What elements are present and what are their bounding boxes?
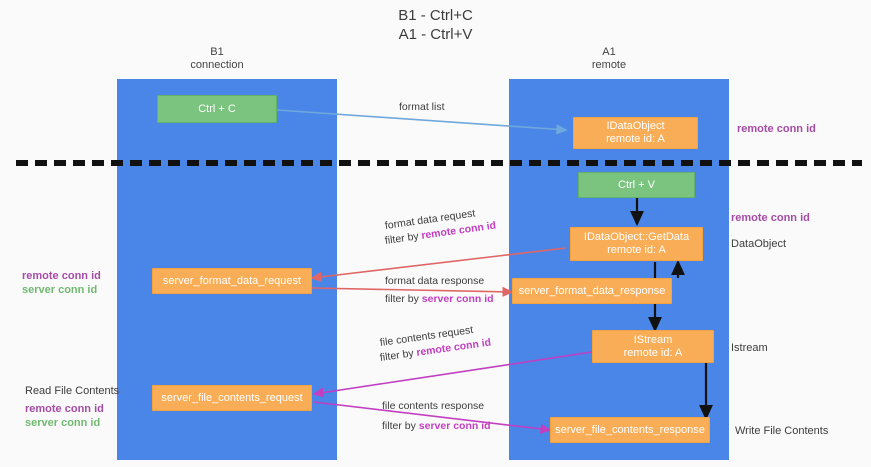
box-server-file-contents-request-label: server_file_contents_request — [161, 391, 303, 404]
box-getdata-id: remote id: A — [607, 244, 666, 256]
caption-left-remote-conn-id: remote conn id — [22, 270, 101, 282]
column-header-a1-sub: remote — [591, 59, 627, 71]
box-server-file-contents-request[interactable]: server_file_contents_request — [152, 385, 312, 411]
box-idataobject-id: remote id: A — [606, 133, 665, 145]
box-server-format-data-request[interactable]: server_format_data_request — [152, 268, 312, 294]
page-title-line2: A1 - Ctrl+V — [398, 26, 473, 43]
arrow-label-file-contents-response-line1: file contents response — [382, 400, 485, 412]
caption-left-server-conn-id: server conn id — [22, 284, 98, 296]
box-server-format-data-request-label: server_format_data_request — [162, 274, 302, 287]
box-ctrl-c[interactable]: Ctrl + C — [157, 95, 277, 123]
arrow-label-format-data-response-line1: format data response — [385, 275, 485, 287]
box-ctrl-v-label: Ctrl + V — [618, 178, 655, 191]
arrow-label-format-data-request: format data request filter by remote con… — [384, 207, 497, 248]
arrow-label-format-list: format list — [399, 101, 445, 113]
box-getdata-name: IDataObject::GetData — [583, 231, 690, 243]
column-header-b1-sub: connection — [190, 59, 244, 71]
box-idataobject-getdata[interactable]: IDataObject::GetData remote id: A — [570, 227, 703, 261]
box-idataobject-name: IDataObject — [606, 120, 665, 132]
caption-remote-conn-id-top: remote conn id — [737, 123, 816, 135]
caption-remote-conn-id-mid: remote conn id — [731, 212, 810, 224]
caption-dataobject: DataObject — [731, 238, 787, 250]
page-title-line1: B1 - Ctrl+C — [398, 7, 473, 24]
column-header-a1: A1 remote — [509, 46, 709, 72]
caption-left-server-conn-id-2: server conn id — [25, 417, 101, 429]
box-server-file-contents-response-label: server_file_contents_response — [555, 423, 705, 436]
page-title: B1 - Ctrl+C A1 - Ctrl+V — [0, 6, 871, 44]
arrow-label-file-contents-response-line2: filter by server conn id — [382, 420, 491, 432]
arrow-label-format-data-response-line2: filter by server conn id — [385, 293, 494, 305]
column-header-a1-name: A1 — [602, 46, 616, 58]
column-header-b1-name: B1 — [210, 46, 224, 58]
caption-istream: Istream — [731, 342, 768, 354]
box-istream-name: IStream — [633, 333, 673, 346]
arrow-label-file-contents-response: file contents response filter by server … — [382, 399, 491, 433]
caption-left-remote-conn-id-2: remote conn id — [25, 403, 104, 415]
arrow-label-format-data-response: format data response filter by server co… — [385, 274, 494, 306]
column-header-b1: B1 connection — [117, 46, 317, 72]
box-server-format-data-response-label: server_format_data_response — [518, 284, 666, 297]
box-server-file-contents-response[interactable]: server_file_contents_response — [550, 417, 710, 443]
box-server-format-data-response[interactable]: server_format_data_response — [512, 278, 672, 304]
caption-write-file-contents: Write File Contents — [735, 425, 829, 437]
box-istream-id: remote id: A — [623, 346, 683, 359]
box-istream[interactable]: IStream remote id: A — [592, 330, 714, 363]
box-ctrl-v[interactable]: Ctrl + V — [578, 172, 695, 198]
caption-read-file-contents: Read File Contents — [25, 385, 120, 397]
arrow-label-file-contents-request: file contents request filter by remote c… — [379, 324, 492, 365]
box-idataobject[interactable]: IDataObject remote id: A — [573, 117, 698, 149]
box-ctrl-c-label: Ctrl + C — [198, 102, 236, 115]
